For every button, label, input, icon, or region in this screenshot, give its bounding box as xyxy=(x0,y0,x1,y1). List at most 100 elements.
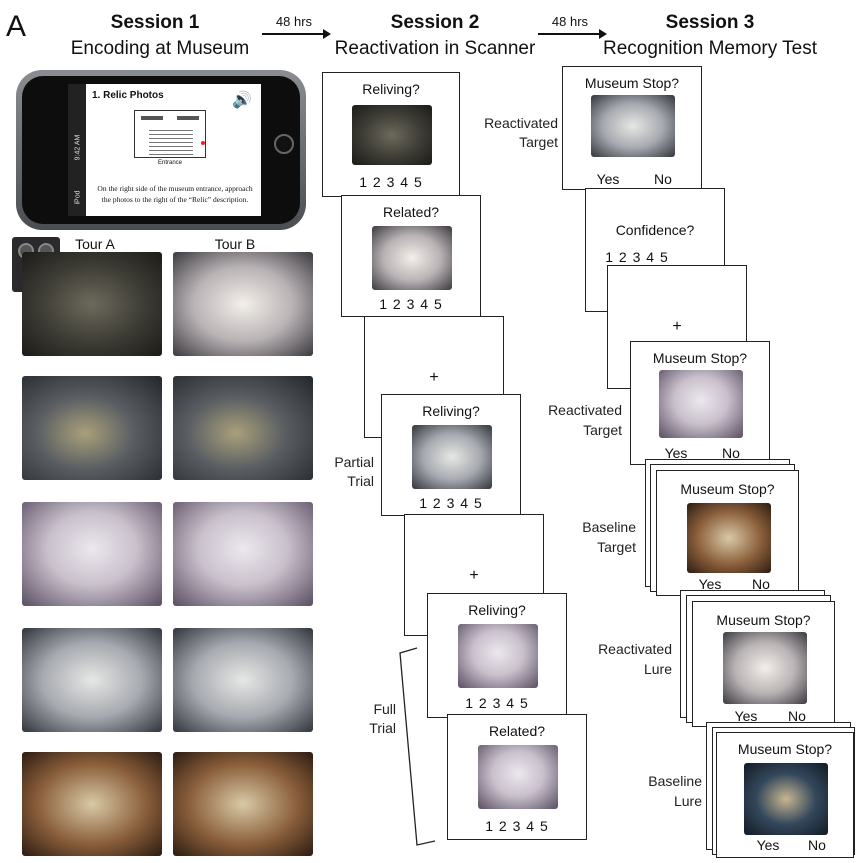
s3-label-3a: Baseline xyxy=(582,519,636,535)
s2-question-1: Reliving? xyxy=(362,81,420,97)
s3-yes-4: Yes xyxy=(734,708,758,724)
s3-card-2: Museum Stop? Yes No xyxy=(630,341,770,465)
session-1-subtitle: Encoding at Museum xyxy=(70,38,250,59)
s3-card-3: Museum Stop? Yes No xyxy=(656,470,799,596)
s3-confidence: Confidence? xyxy=(615,222,695,238)
s3-question-2: Museum Stop? xyxy=(652,350,748,366)
s2-scale-5: 1 2 3 4 5 xyxy=(485,818,549,834)
tour-a-photo-2 xyxy=(22,376,162,480)
s3-label-4a: Reactivated xyxy=(598,641,672,657)
panel-letter: A xyxy=(6,10,27,43)
s2-card-4: Reliving? 1 2 3 4 5 xyxy=(427,593,567,718)
full-trial-label-2: Trial xyxy=(369,720,396,736)
status-bar: 9:42 AM iPod xyxy=(68,84,86,216)
s3-label-5a: Baseline xyxy=(648,773,702,789)
partial-trial-label-2: Trial xyxy=(347,473,374,489)
status-carrier: iPod xyxy=(74,190,82,205)
tour-b-photo-2 xyxy=(173,376,313,480)
partial-trial-label-1: Partial xyxy=(334,454,374,470)
s3-question-1: Museum Stop? xyxy=(584,75,680,91)
tour-b-photo-5 xyxy=(173,752,313,856)
session-2-title: Session 2 xyxy=(390,12,480,33)
delay-label-1: 48 hrs xyxy=(275,14,313,29)
map-caption: Entrance xyxy=(157,160,182,166)
tour-b-photo-3 xyxy=(173,502,313,606)
full-trial-label-1: Full xyxy=(373,701,396,717)
s3-label-4b: Lure xyxy=(643,661,672,677)
s2-fixation-2: + xyxy=(469,567,479,584)
s3-no-4: No xyxy=(788,708,806,724)
s3-yes-2: Yes xyxy=(664,445,688,461)
instruction-line-1: On the right side of the museum entrance… xyxy=(97,184,253,193)
s3-label-2a: Reactivated xyxy=(548,402,622,418)
s3-label-3b: Target xyxy=(597,539,636,555)
s3-question-5: Museum Stop? xyxy=(737,741,833,757)
s3-question-3: Museum Stop? xyxy=(680,481,775,497)
tour-a-photo-1 xyxy=(22,252,162,356)
s2-photo-4 xyxy=(458,624,538,688)
s2-scale-2: 1 2 3 4 5 xyxy=(379,296,443,312)
s3-no-3: No xyxy=(752,576,770,592)
floor-map xyxy=(134,110,206,158)
s3-card-1: Museum Stop? Yes No xyxy=(562,66,702,190)
s2-question-4: Reliving? xyxy=(468,602,526,618)
s3-photo-3 xyxy=(687,503,771,573)
s3-card-5: Museum Stop? Yes No xyxy=(716,732,854,858)
s2-scale-3: 1 2 3 4 5 xyxy=(419,495,483,511)
s3-photo-1 xyxy=(591,95,675,157)
tour-b-photo-1 xyxy=(173,252,313,356)
s3-yes-3: Yes xyxy=(698,576,722,592)
session-1-title: Session 1 xyxy=(110,12,200,33)
s2-card-5: Related? 1 2 3 4 5 xyxy=(447,714,587,840)
session-2-subtitle: Reactivation in Scanner xyxy=(334,38,536,59)
s3-no-2: No xyxy=(722,445,740,461)
session-3-subtitle: Recognition Memory Test xyxy=(602,38,818,59)
delay-arrow-2 xyxy=(538,29,607,39)
s3-photo-5 xyxy=(744,763,828,835)
map-shelf-right xyxy=(177,116,199,120)
s2-card-2: Related? 1 2 3 4 5 xyxy=(341,195,481,317)
s3-question-4: Museum Stop? xyxy=(716,612,811,628)
speaker-icon: 🔊 xyxy=(232,92,252,109)
tour-a-photo-5 xyxy=(22,752,162,856)
s3-yes-1: Yes xyxy=(596,171,620,187)
s3-fixation: + xyxy=(672,318,682,335)
s2-photo-1 xyxy=(352,105,432,165)
map-shelf-left xyxy=(141,116,163,120)
ipod-screen: 1. Relic Photos 🔊 Entrance On the right … xyxy=(86,84,261,216)
tour-b-photo-4 xyxy=(173,628,313,732)
s2-photo-2 xyxy=(372,226,452,290)
s3-photo-4 xyxy=(723,632,807,704)
s2-photo-5 xyxy=(478,745,558,809)
s3-label-2b: Target xyxy=(583,422,622,438)
s3-yes-5: Yes xyxy=(756,837,780,853)
s2-photo-3 xyxy=(412,425,492,489)
s3-label-1b: Target xyxy=(519,134,558,150)
s3-card-4: Museum Stop? Yes No xyxy=(692,601,835,727)
s3-no-1: No xyxy=(654,171,672,187)
s2-question-5: Related? xyxy=(488,723,546,739)
s3-confidence-scale: 1 2 3 4 5 xyxy=(605,249,669,265)
ipod-device: 9:42 AM iPod 1. Relic Photos 🔊 Entrance … xyxy=(16,70,306,230)
tour-a-photo-4 xyxy=(22,628,162,732)
s2-fixation-1: + xyxy=(429,369,439,386)
map-marker xyxy=(201,141,205,145)
s2-question-3: Reliving? xyxy=(422,403,480,419)
session-3-title: Session 3 xyxy=(665,12,755,33)
tour-a-photo-3 xyxy=(22,502,162,606)
screen-heading: 1. Relic Photos xyxy=(92,90,164,101)
map-stairs xyxy=(149,127,193,155)
delay-arrow-1 xyxy=(262,29,331,39)
s3-photo-2 xyxy=(659,370,743,438)
full-trial-bracket xyxy=(399,647,435,846)
home-button xyxy=(274,134,294,154)
delay-label-2: 48 hrs xyxy=(551,14,589,29)
s2-card-3: Reliving? 1 2 3 4 5 xyxy=(381,394,521,516)
instruction-line-2: the photos to the right of the “Relic” d… xyxy=(101,195,249,204)
s2-card-1: Reliving? 1 2 3 4 5 xyxy=(322,72,460,197)
tour-b-label: Tour B xyxy=(214,236,256,252)
tour-a-label: Tour A xyxy=(75,236,115,252)
s3-label-1a: Reactivated xyxy=(484,115,558,131)
s2-question-2: Related? xyxy=(382,204,440,220)
s3-label-5b: Lure xyxy=(673,793,702,809)
